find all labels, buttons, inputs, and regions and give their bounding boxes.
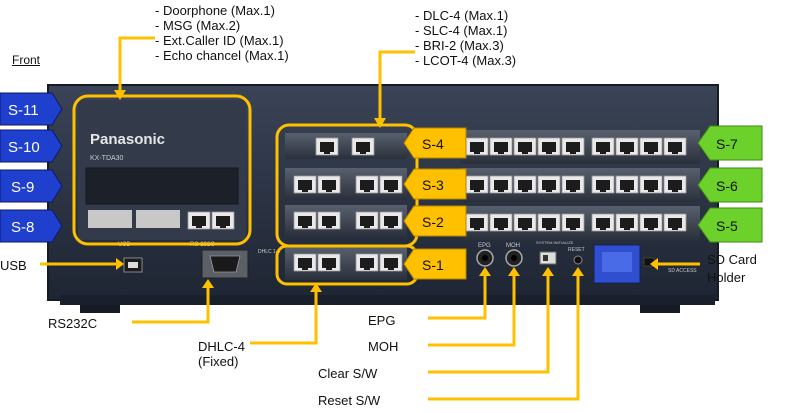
option-list-left: Doorphone (Max.1) MSG (Max.2) Ext.Caller… xyxy=(155,3,289,63)
slot-arrow-s5[interactable]: S-5 xyxy=(697,207,763,243)
sd-access-port-label: SD ACCESS xyxy=(668,268,697,274)
dhlc-port-label: DHLC 1-4 xyxy=(258,249,280,255)
usb-port[interactable] xyxy=(123,257,143,273)
usb-callout: USB xyxy=(0,258,27,273)
clear-switch[interactable] xyxy=(539,251,557,265)
epg-port-label: EPG xyxy=(478,243,491,249)
sd-card-callout-line1: SD Card xyxy=(707,252,757,267)
slot-arrow-s9[interactable]: S-9 xyxy=(0,169,63,203)
callout-lines xyxy=(40,36,700,401)
svg-text:S-4: S-4 xyxy=(422,136,444,152)
device-model: KX-TDA30 xyxy=(90,155,124,162)
dhlc4-callout-line2: (Fixed) xyxy=(198,354,239,369)
rs232-port[interactable] xyxy=(201,249,249,279)
slot-arrow-s3[interactable]: S-3 xyxy=(403,168,467,200)
callout-arrowheads xyxy=(114,90,658,292)
moh-callout: MOH xyxy=(368,339,399,354)
rs232c-callout: RS232C xyxy=(48,316,98,331)
moh-jack[interactable] xyxy=(505,249,523,267)
option-ext-caller-id: Ext.Caller ID (Max.1) xyxy=(155,33,289,48)
svg-text:S-3: S-3 xyxy=(422,177,444,193)
slot-arrow-s4[interactable]: S-4 xyxy=(403,127,467,159)
svg-text:S-5: S-5 xyxy=(716,218,738,234)
svg-text:S-8: S-8 xyxy=(11,219,34,236)
option-echo-chancel: Echo chancel (Max.1) xyxy=(155,48,289,63)
svg-text:S-2: S-2 xyxy=(422,214,444,230)
slot-arrow-s2[interactable]: S-2 xyxy=(403,205,467,237)
slot-arrow-s11[interactable]: S-11 xyxy=(0,92,63,126)
svg-text:S-7: S-7 xyxy=(716,136,738,152)
slot-arrow-s6[interactable]: S-6 xyxy=(697,167,763,203)
option-msg: MSG (Max.2) xyxy=(155,18,289,33)
svg-text:S-6: S-6 xyxy=(716,178,738,194)
svg-text:S-9: S-9 xyxy=(11,179,34,196)
svg-text:S-10: S-10 xyxy=(8,139,40,156)
option-lcot4: LCOT-4 (Max.3) xyxy=(415,53,516,68)
slot-arrow-s1[interactable]: S-1 xyxy=(403,248,467,280)
slot-arrow-s10[interactable]: S-10 xyxy=(0,129,63,163)
sd-card-callout-line2: Holder xyxy=(707,270,746,285)
option-list-right: DLC-4 (Max.1) SLC-4 (Max.1) BRI-2 (Max.3… xyxy=(415,8,516,68)
device-brand: Panasonic xyxy=(90,131,165,148)
option-slc4: SLC-4 (Max.1) xyxy=(415,23,516,38)
optional-card-frame xyxy=(72,94,252,246)
clear-sw-callout: Clear S/W xyxy=(318,366,378,381)
reset-port-label: RESET xyxy=(568,247,585,253)
reset-button[interactable] xyxy=(573,255,583,265)
svg-text:S-1: S-1 xyxy=(422,257,444,273)
svg-text:S-11: S-11 xyxy=(8,102,39,119)
option-bri2: BRI-2 (Max.3) xyxy=(415,38,516,53)
slot-arrow-s8[interactable]: S-8 xyxy=(0,209,63,243)
slot-arrow-s7[interactable]: S-7 xyxy=(697,125,763,161)
epg-callout: EPG xyxy=(368,313,396,328)
reset-sw-callout: Reset S/W xyxy=(318,393,381,408)
option-doorphone: Doorphone (Max.1) xyxy=(155,3,289,18)
dhlc4-callout-line1: DHLC-4 xyxy=(198,339,245,354)
moh-port-label: MOH xyxy=(506,243,520,249)
front-label: Front xyxy=(12,53,41,67)
option-dlc4: DLC-4 (Max.1) xyxy=(415,8,516,23)
epg-jack[interactable] xyxy=(476,249,494,267)
system-init-port-label: SYSTEM INITIALIZE xyxy=(536,240,574,245)
left-panel xyxy=(78,100,246,240)
